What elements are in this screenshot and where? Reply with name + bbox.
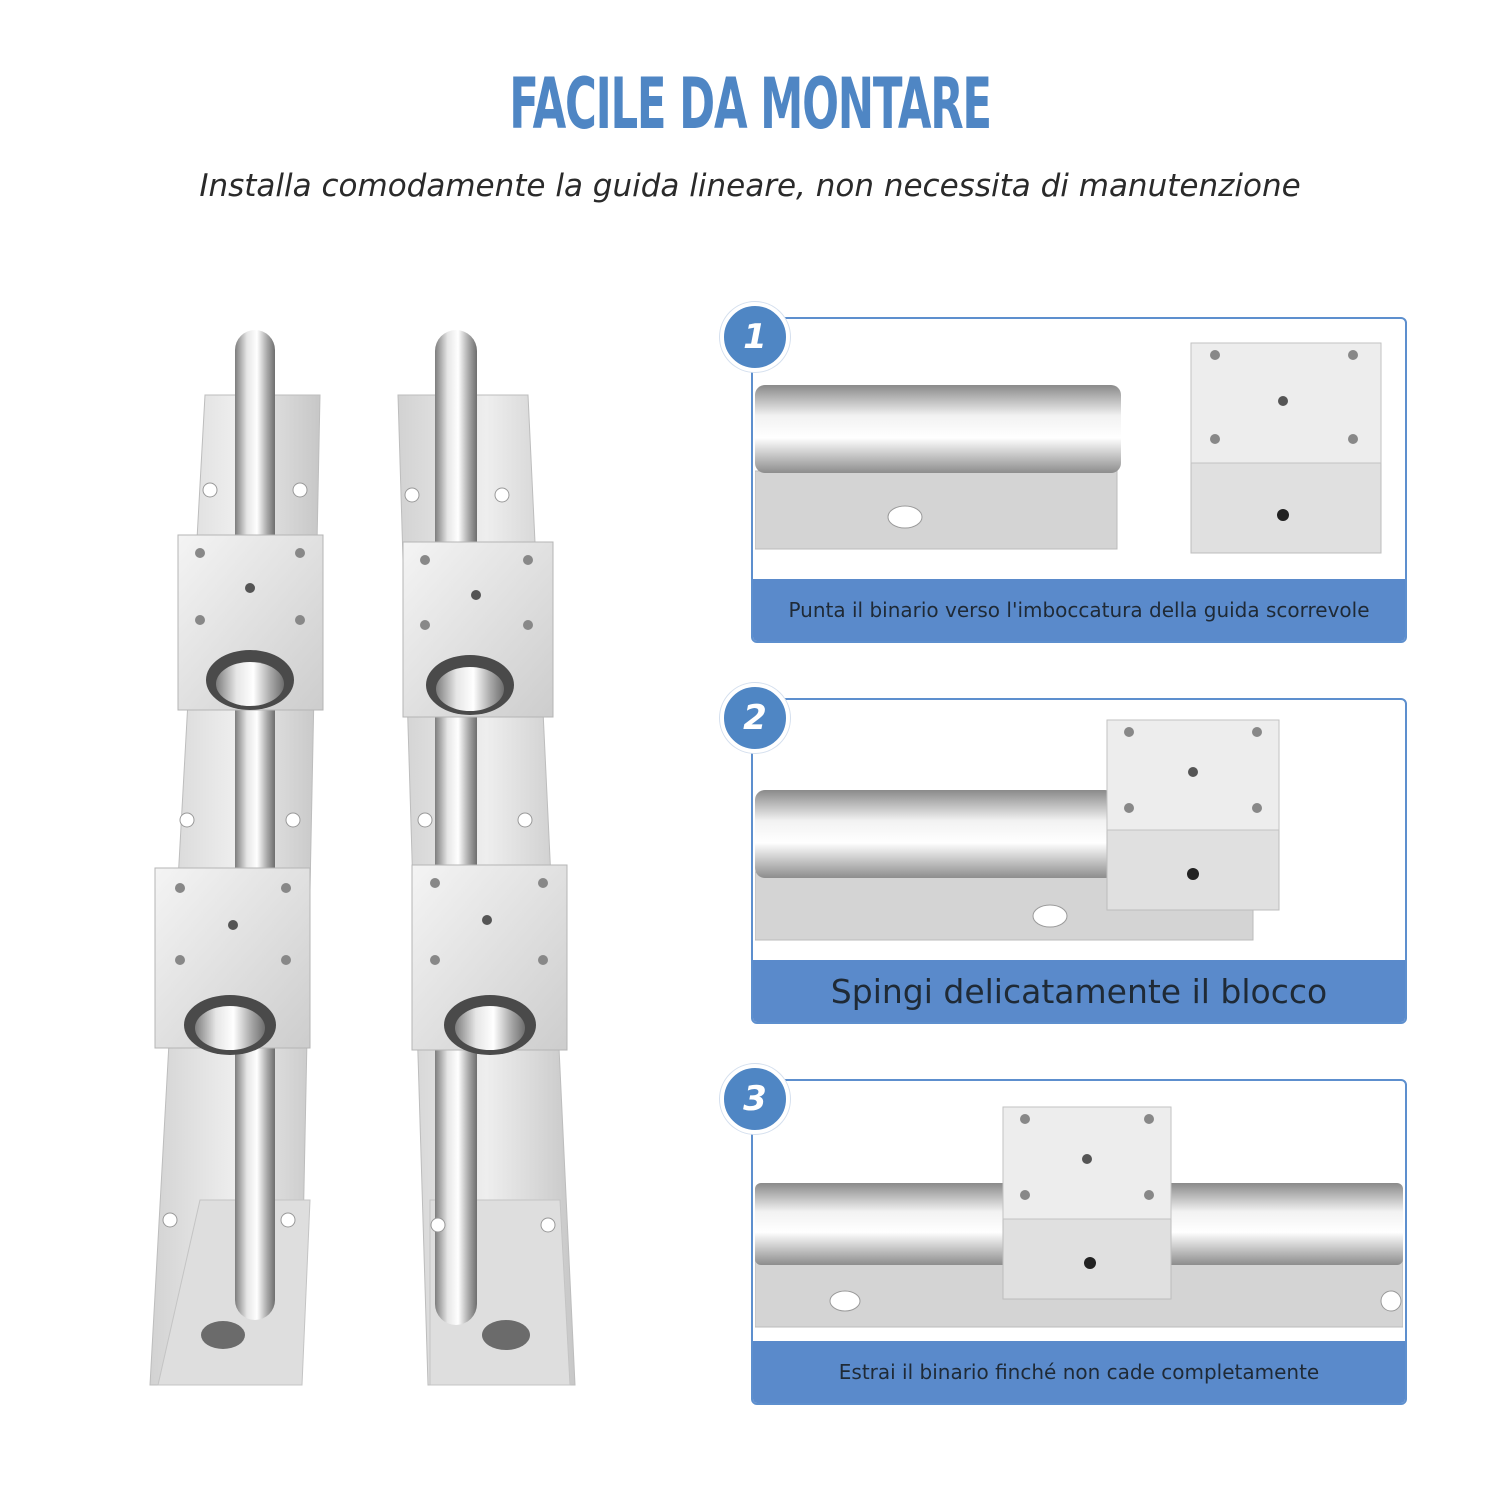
step-2-number-badge: 2 xyxy=(720,683,790,753)
step-1-photo xyxy=(755,342,1382,554)
step-3-number-badge: 3 xyxy=(720,1064,790,1134)
bearing-block xyxy=(177,534,324,711)
linear-rails-illustration xyxy=(149,330,576,1386)
step-3-caption: Estrai il binario finché non cade comple… xyxy=(753,1341,1405,1403)
step-2-frame: Spingi delicatamente il blocco xyxy=(751,698,1407,1024)
step-1-caption: Punta il binario verso l'imboccatura del… xyxy=(753,579,1405,641)
step-3-frame: Estrai il binario finché non cade comple… xyxy=(751,1079,1407,1405)
page-title: FACILE DA MONTARE xyxy=(509,63,992,145)
step-3-photo xyxy=(755,1106,1403,1328)
step-2-photo xyxy=(755,719,1280,941)
bearing-block xyxy=(411,864,568,1055)
bearing-block xyxy=(402,541,554,718)
step-2-caption: Spingi delicatamente il blocco xyxy=(753,960,1405,1022)
bearing-block xyxy=(154,867,311,1055)
page-subtitle: Installa comodamente la guida lineare, n… xyxy=(199,168,1301,204)
rail-left xyxy=(149,330,324,1386)
step-1-number-badge: 1 xyxy=(720,302,790,372)
step-1-frame: Punta il binario verso l'imboccatura del… xyxy=(751,317,1407,643)
rail-right xyxy=(397,330,576,1386)
